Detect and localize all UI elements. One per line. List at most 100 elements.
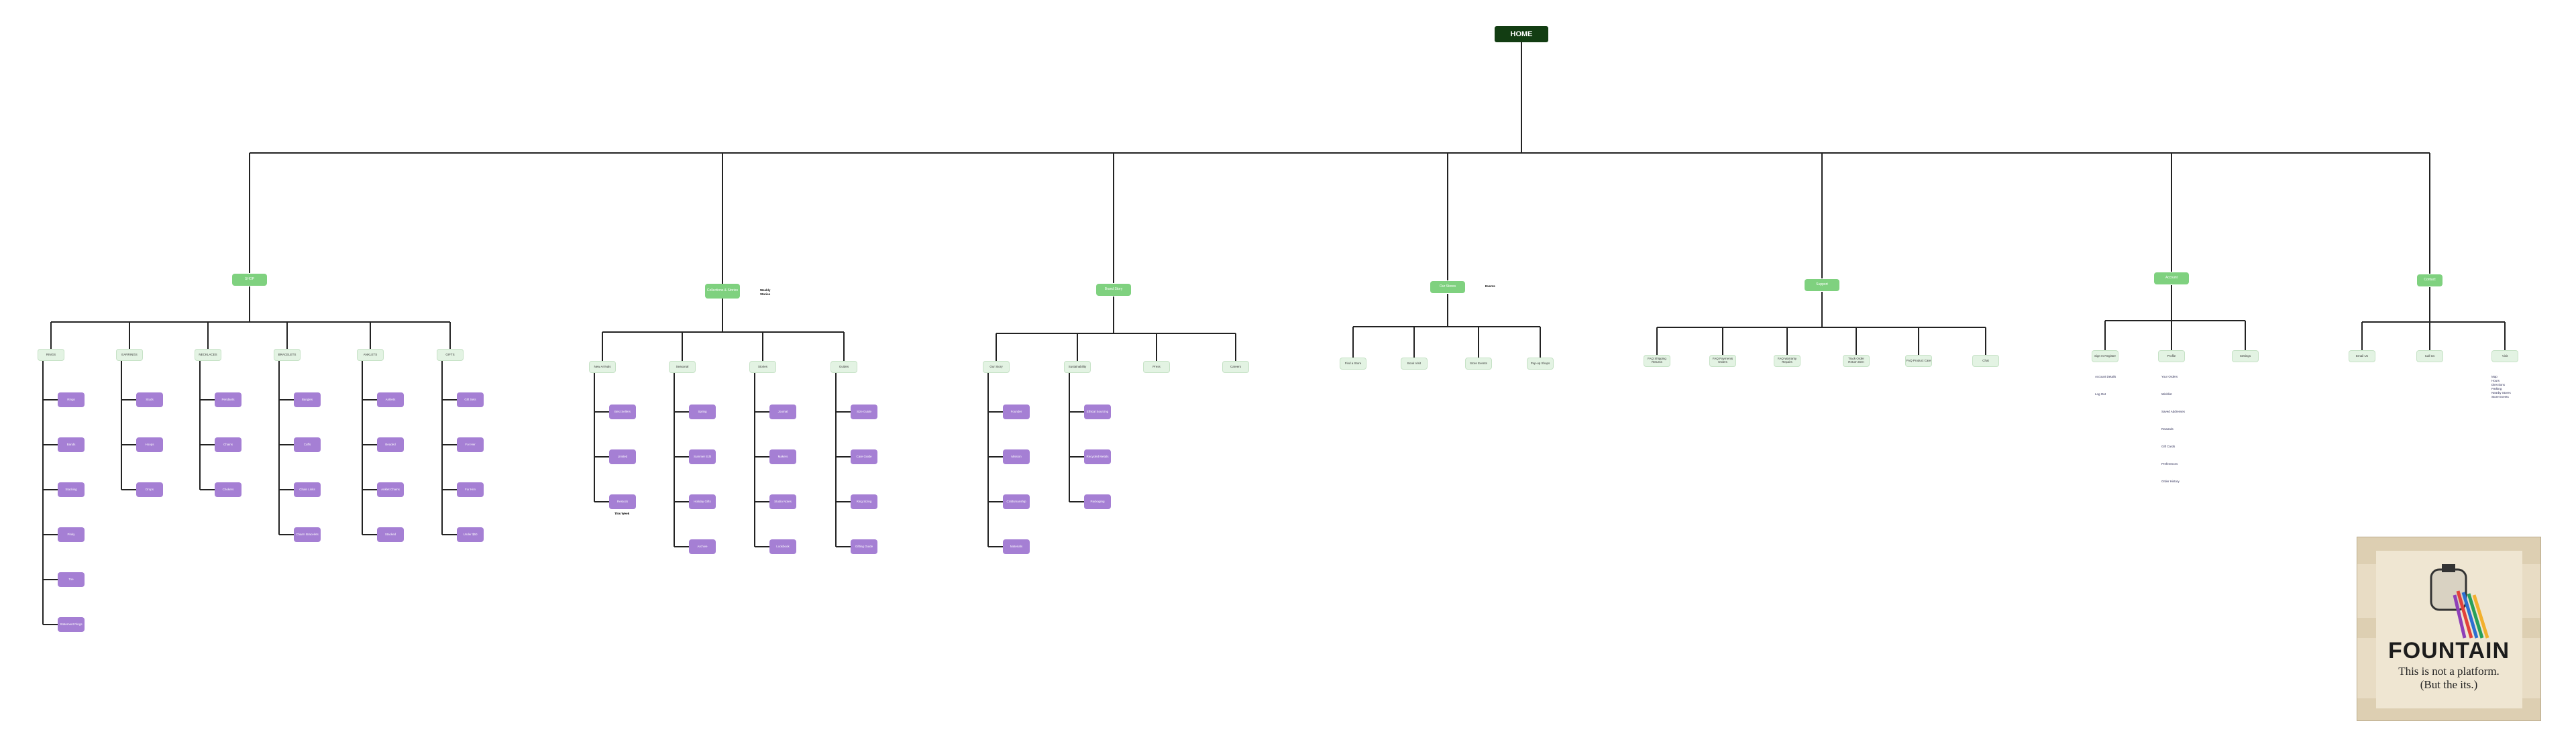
subcategory-4-2[interactable]: FAQ Warranty Repairs <box>1774 355 1801 367</box>
subcategory-6-0[interactable]: Email Us <box>2349 350 2375 362</box>
poster-wordmark: FOUNTAIN <box>2387 638 2510 663</box>
leaf-0-0-4[interactable]: Toe <box>58 572 85 587</box>
leaf-0-0-2[interactable]: Stacking <box>58 482 85 497</box>
leaf-0-3-3[interactable]: Charm Bracelets <box>294 527 321 542</box>
subcategory-4-0[interactable]: FAQ Shipping Returns <box>1644 355 1670 367</box>
category-0[interactable]: SHOP <box>232 274 267 286</box>
subcategory-2-2[interactable]: Press <box>1143 361 1170 373</box>
leaf-1-1-1[interactable]: Summer Edit <box>689 449 716 464</box>
leaf-1-2-0[interactable]: Journal <box>769 405 796 419</box>
subcategory-3-0[interactable]: Find a Store <box>1340 358 1366 370</box>
subcategory-3-2[interactable]: Store Events <box>1465 358 1492 370</box>
leaf-0-5-0[interactable]: Gift Sets <box>457 392 484 407</box>
subcategory-2-3[interactable]: Careers <box>1222 361 1249 373</box>
poster-tagline-2: (But the its.) <box>2420 678 2478 691</box>
subcategory-4-4[interactable]: FAQ Product Care <box>1905 355 1932 367</box>
leaf-note: This Week <box>614 512 630 515</box>
subcategory-1-1[interactable]: Seasonal <box>669 361 696 373</box>
leaf-0-2-2[interactable]: Chokers <box>215 482 241 497</box>
fountain-pen-illustration <box>2430 564 2489 639</box>
sub-note: Parking <box>2491 387 2502 390</box>
leaf-1-0-1[interactable]: Limited <box>609 449 636 464</box>
subcategory-0-5[interactable]: GIFTS <box>437 349 464 361</box>
subcategory-0-0[interactable]: RINGS <box>38 349 64 361</box>
subcategory-2-0[interactable]: Our Story <box>983 361 1010 373</box>
home-node[interactable]: HOME <box>1495 26 1548 42</box>
leaf-1-2-2[interactable]: Studio Notes <box>769 494 796 509</box>
leaf-1-2-1[interactable]: Makers <box>769 449 796 464</box>
leaf-2-0-0[interactable]: Founder <box>1003 405 1030 419</box>
leaf-0-0-0[interactable]: Rings <box>58 392 85 407</box>
leaf-0-1-0[interactable]: Studs <box>136 392 163 407</box>
subcategory-1-0[interactable]: New Arrivals <box>589 361 616 373</box>
subcategory-0-3[interactable]: BRACELETS <box>274 349 301 361</box>
subcategory-3-1[interactable]: Book Visit <box>1401 358 1428 370</box>
leaf-0-4-0[interactable]: Anklets <box>377 392 404 407</box>
category-1[interactable]: Collections & Stories <box>705 284 740 299</box>
leaf-0-0-3[interactable]: Pinky <box>58 527 85 542</box>
leaf-2-0-1[interactable]: Mission <box>1003 449 1030 464</box>
sub-note: Preferences <box>2161 462 2178 466</box>
sub-note: Wishlist <box>2161 392 2172 396</box>
subcategory-6-2[interactable]: Visit <box>2491 350 2518 362</box>
category-5[interactable]: Account <box>2154 272 2189 284</box>
leaf-0-3-2[interactable]: Chain Links <box>294 482 321 497</box>
subcategory-5-0[interactable]: Sign In Register <box>2092 350 2118 362</box>
subcategory-4-3[interactable]: Track Order Return Item <box>1843 355 1870 367</box>
leaf-1-3-1[interactable]: Care Guide <box>851 449 877 464</box>
leaf-2-0-2[interactable]: Craftsmanship <box>1003 494 1030 509</box>
leaf-1-0-2[interactable]: Restock <box>609 494 636 509</box>
sub-note: Saved Addresses <box>2161 410 2186 413</box>
sub-note: Nearby Stores <box>2491 391 2511 394</box>
leaf-1-1-2[interactable]: Holiday Gifts <box>689 494 716 509</box>
subcategory-2-1[interactable]: Sustainability <box>1064 361 1091 373</box>
subcategory-3-3[interactable]: Pop-up Shops <box>1527 358 1554 370</box>
category-4[interactable]: Support <box>1805 279 1839 291</box>
subcategory-0-1[interactable]: EARRINGS <box>116 349 143 361</box>
sub-note: Gift Cards <box>2161 445 2176 448</box>
leaf-1-3-0[interactable]: Size Guide <box>851 405 877 419</box>
leaf-0-2-0[interactable]: Pendants <box>215 392 241 407</box>
poster-tagline-1: This is not a platform. <box>2398 665 2500 678</box>
subcategory-6-1[interactable]: Call Us <box>2416 350 2443 362</box>
leaf-0-2-1[interactable]: Chains <box>215 437 241 452</box>
leaf-1-2-3[interactable]: Lookbook <box>769 539 796 554</box>
subcategory-0-2[interactable]: NECKLACES <box>195 349 221 361</box>
leaf-1-3-2[interactable]: Ring Sizing <box>851 494 877 509</box>
leaf-1-0-0[interactable]: Best Sellers <box>609 405 636 419</box>
leaf-0-1-2[interactable]: Drops <box>136 482 163 497</box>
leaf-0-5-3[interactable]: Under $50 <box>457 527 484 542</box>
leaf-0-0-5[interactable]: Statement Rings <box>58 617 85 632</box>
category-2[interactable]: Brand Story <box>1096 284 1131 296</box>
subcategory-4-5[interactable]: Chat <box>1972 355 1999 367</box>
sub-note: Hours <box>2491 379 2500 382</box>
leaf-2-1-1[interactable]: Recycled Metals <box>1084 449 1111 464</box>
sub-note: Rewards <box>2161 427 2174 431</box>
subcategory-1-3[interactable]: Guides <box>830 361 857 373</box>
subcategory-4-1[interactable]: FAQ Payments Orders <box>1709 355 1736 367</box>
subcategory-1-2[interactable]: Stories <box>749 361 776 373</box>
leaf-0-0-1[interactable]: Bands <box>58 437 85 452</box>
leaf-0-4-3[interactable]: Stacked <box>377 527 404 542</box>
subcategory-0-4[interactable]: ANKLETS <box>357 349 384 361</box>
sub-note: Account Details <box>2095 375 2116 378</box>
subcategory-5-2[interactable]: Settings <box>2232 350 2259 362</box>
leaf-0-5-2[interactable]: For Him <box>457 482 484 497</box>
leaf-0-4-2[interactable]: Anklet Chains <box>377 482 404 497</box>
leaf-0-3-0[interactable]: Bangles <box>294 392 321 407</box>
leaf-2-1-0[interactable]: Ethical Sourcing <box>1084 405 1111 419</box>
leaf-0-4-1[interactable]: Beaded <box>377 437 404 452</box>
leaf-1-3-3[interactable]: Gifting Guide <box>851 539 877 554</box>
category-3[interactable]: Our Stores <box>1430 281 1465 293</box>
category-6[interactable]: Contact <box>2417 274 2443 286</box>
sub-note: Store Events <box>2491 395 2509 398</box>
category-1-note: Stories <box>760 292 771 296</box>
leaf-1-1-3[interactable]: Archive <box>689 539 716 554</box>
leaf-2-0-3[interactable]: Materials <box>1003 539 1030 554</box>
leaf-0-5-1[interactable]: For Her <box>457 437 484 452</box>
leaf-1-1-0[interactable]: Spring <box>689 405 716 419</box>
leaf-0-1-1[interactable]: Hoops <box>136 437 163 452</box>
leaf-0-3-1[interactable]: Cuffs <box>294 437 321 452</box>
subcategory-5-1[interactable]: Profile <box>2158 350 2185 362</box>
leaf-2-1-2[interactable]: Packaging <box>1084 494 1111 509</box>
